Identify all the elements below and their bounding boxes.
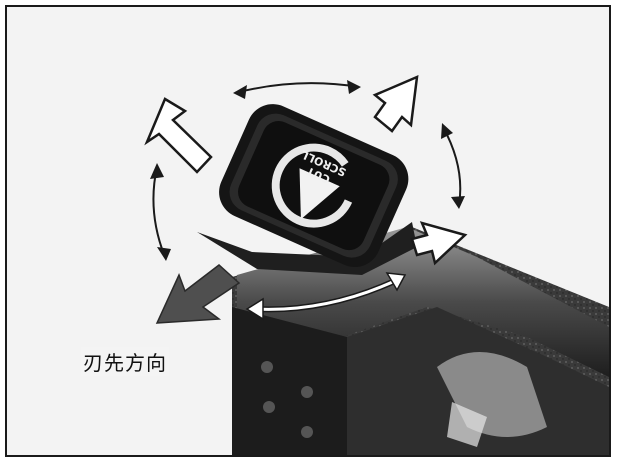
scroll-saw-illustration: SCROLL CUT: [144, 74, 609, 455]
double-arrow-right-icon: [442, 126, 462, 206]
scroll-knob: SCROLL CUT: [197, 104, 417, 275]
double-arrow-top-icon: [234, 82, 360, 94]
double-arrow-front-icon: [245, 272, 407, 321]
arrow-upper-right-icon: [372, 74, 419, 133]
arrow-blade-direction-icon: [155, 264, 241, 324]
blade-direction-caption: 刃先方向: [81, 347, 169, 376]
double-arrow-left-icon: [152, 166, 166, 258]
arrow-right-icon: [410, 221, 468, 266]
arrow-upper-left-icon: [144, 97, 213, 174]
illustration-frame: SCROLL CUT: [5, 5, 611, 457]
